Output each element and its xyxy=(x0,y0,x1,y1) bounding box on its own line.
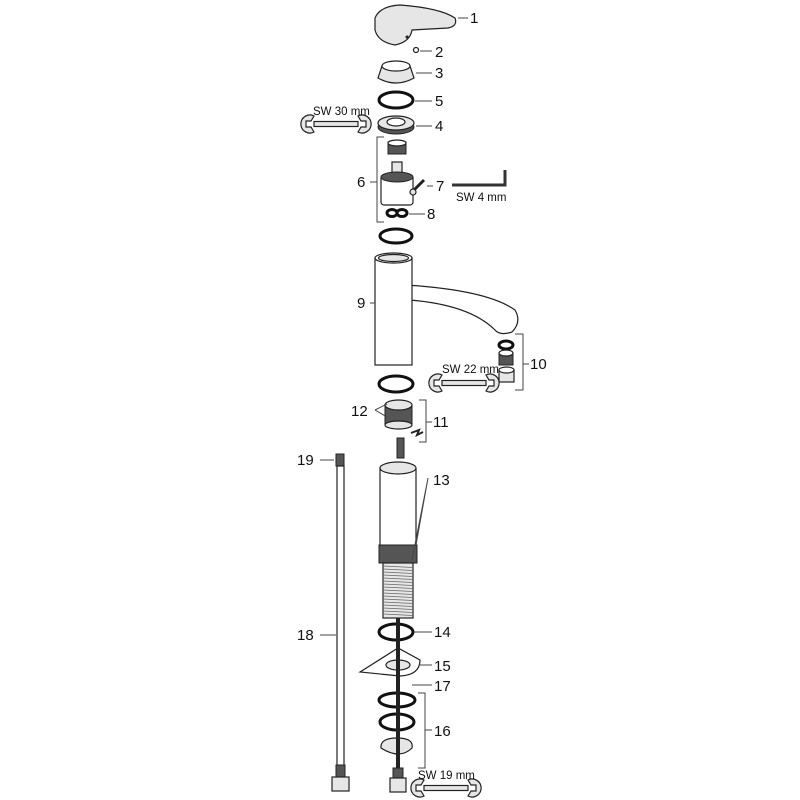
thread-line xyxy=(382,604,414,607)
part-number-7: 7 xyxy=(436,178,444,195)
part-number-15: 15 xyxy=(434,658,451,675)
o-ring xyxy=(377,90,415,110)
supply-hose xyxy=(331,453,350,792)
thread-line xyxy=(382,565,414,568)
thread-line xyxy=(382,598,414,601)
cover-cap xyxy=(377,60,415,84)
hex-nut xyxy=(389,777,407,793)
aerator xyxy=(497,339,515,383)
tool-label-sw4: SW 4 mm xyxy=(456,192,506,204)
diverter-cartridge xyxy=(384,399,413,430)
clip xyxy=(410,428,424,438)
thread-line xyxy=(382,610,414,613)
part-number-6: 6 xyxy=(357,174,365,191)
part-number-17: 17 xyxy=(434,678,451,695)
mounting-sleeve xyxy=(378,461,418,619)
part-number-16: 16 xyxy=(434,723,451,740)
part-number-2: 2 xyxy=(435,44,443,61)
part-number-9: 9 xyxy=(357,295,365,312)
part-number-10: 10 xyxy=(530,356,547,373)
part-number-14: 14 xyxy=(434,624,451,641)
thread-line xyxy=(382,586,414,589)
part-number-12: 12 xyxy=(351,403,368,420)
part-number-8: 8 xyxy=(427,206,435,223)
grub-screw xyxy=(412,46,420,54)
threaded-nut xyxy=(377,115,415,135)
screw xyxy=(409,178,426,196)
o-ring xyxy=(377,374,415,394)
thread-line xyxy=(382,595,414,598)
part-number-18: 18 xyxy=(297,627,314,644)
thread-line xyxy=(382,580,414,583)
wrench-icon xyxy=(428,373,500,393)
thread-line xyxy=(382,571,414,574)
faucet-body xyxy=(374,252,519,366)
seal-rings xyxy=(385,208,409,218)
thread-line xyxy=(382,601,414,604)
allen-key-icon xyxy=(452,170,507,187)
tool-label-sw30: SW 30 mm xyxy=(313,106,370,118)
part-number-19: 19 xyxy=(297,452,314,469)
thread-line xyxy=(382,589,414,592)
thread-line xyxy=(382,574,414,577)
gasket xyxy=(378,227,414,245)
thread-line xyxy=(382,583,414,586)
thread-line xyxy=(382,568,414,571)
tool-label-sw22: SW 22 mm xyxy=(442,364,499,376)
tool-label-sw19: SW 19 mm xyxy=(418,770,475,782)
part-number-11: 11 xyxy=(433,414,449,431)
part-number-5: 5 xyxy=(435,93,443,110)
part-number-3: 3 xyxy=(435,65,443,82)
connector-pin xyxy=(396,437,405,459)
thread-line xyxy=(382,577,414,580)
thread-line xyxy=(382,607,414,610)
thread-line xyxy=(382,613,414,616)
part-number-13: 13 xyxy=(433,472,450,489)
thread-line xyxy=(382,592,414,595)
handle-lever xyxy=(374,4,457,46)
part-number-4: 4 xyxy=(435,118,443,135)
cartridge xyxy=(380,139,414,206)
part-number-1: 1 xyxy=(470,10,478,27)
